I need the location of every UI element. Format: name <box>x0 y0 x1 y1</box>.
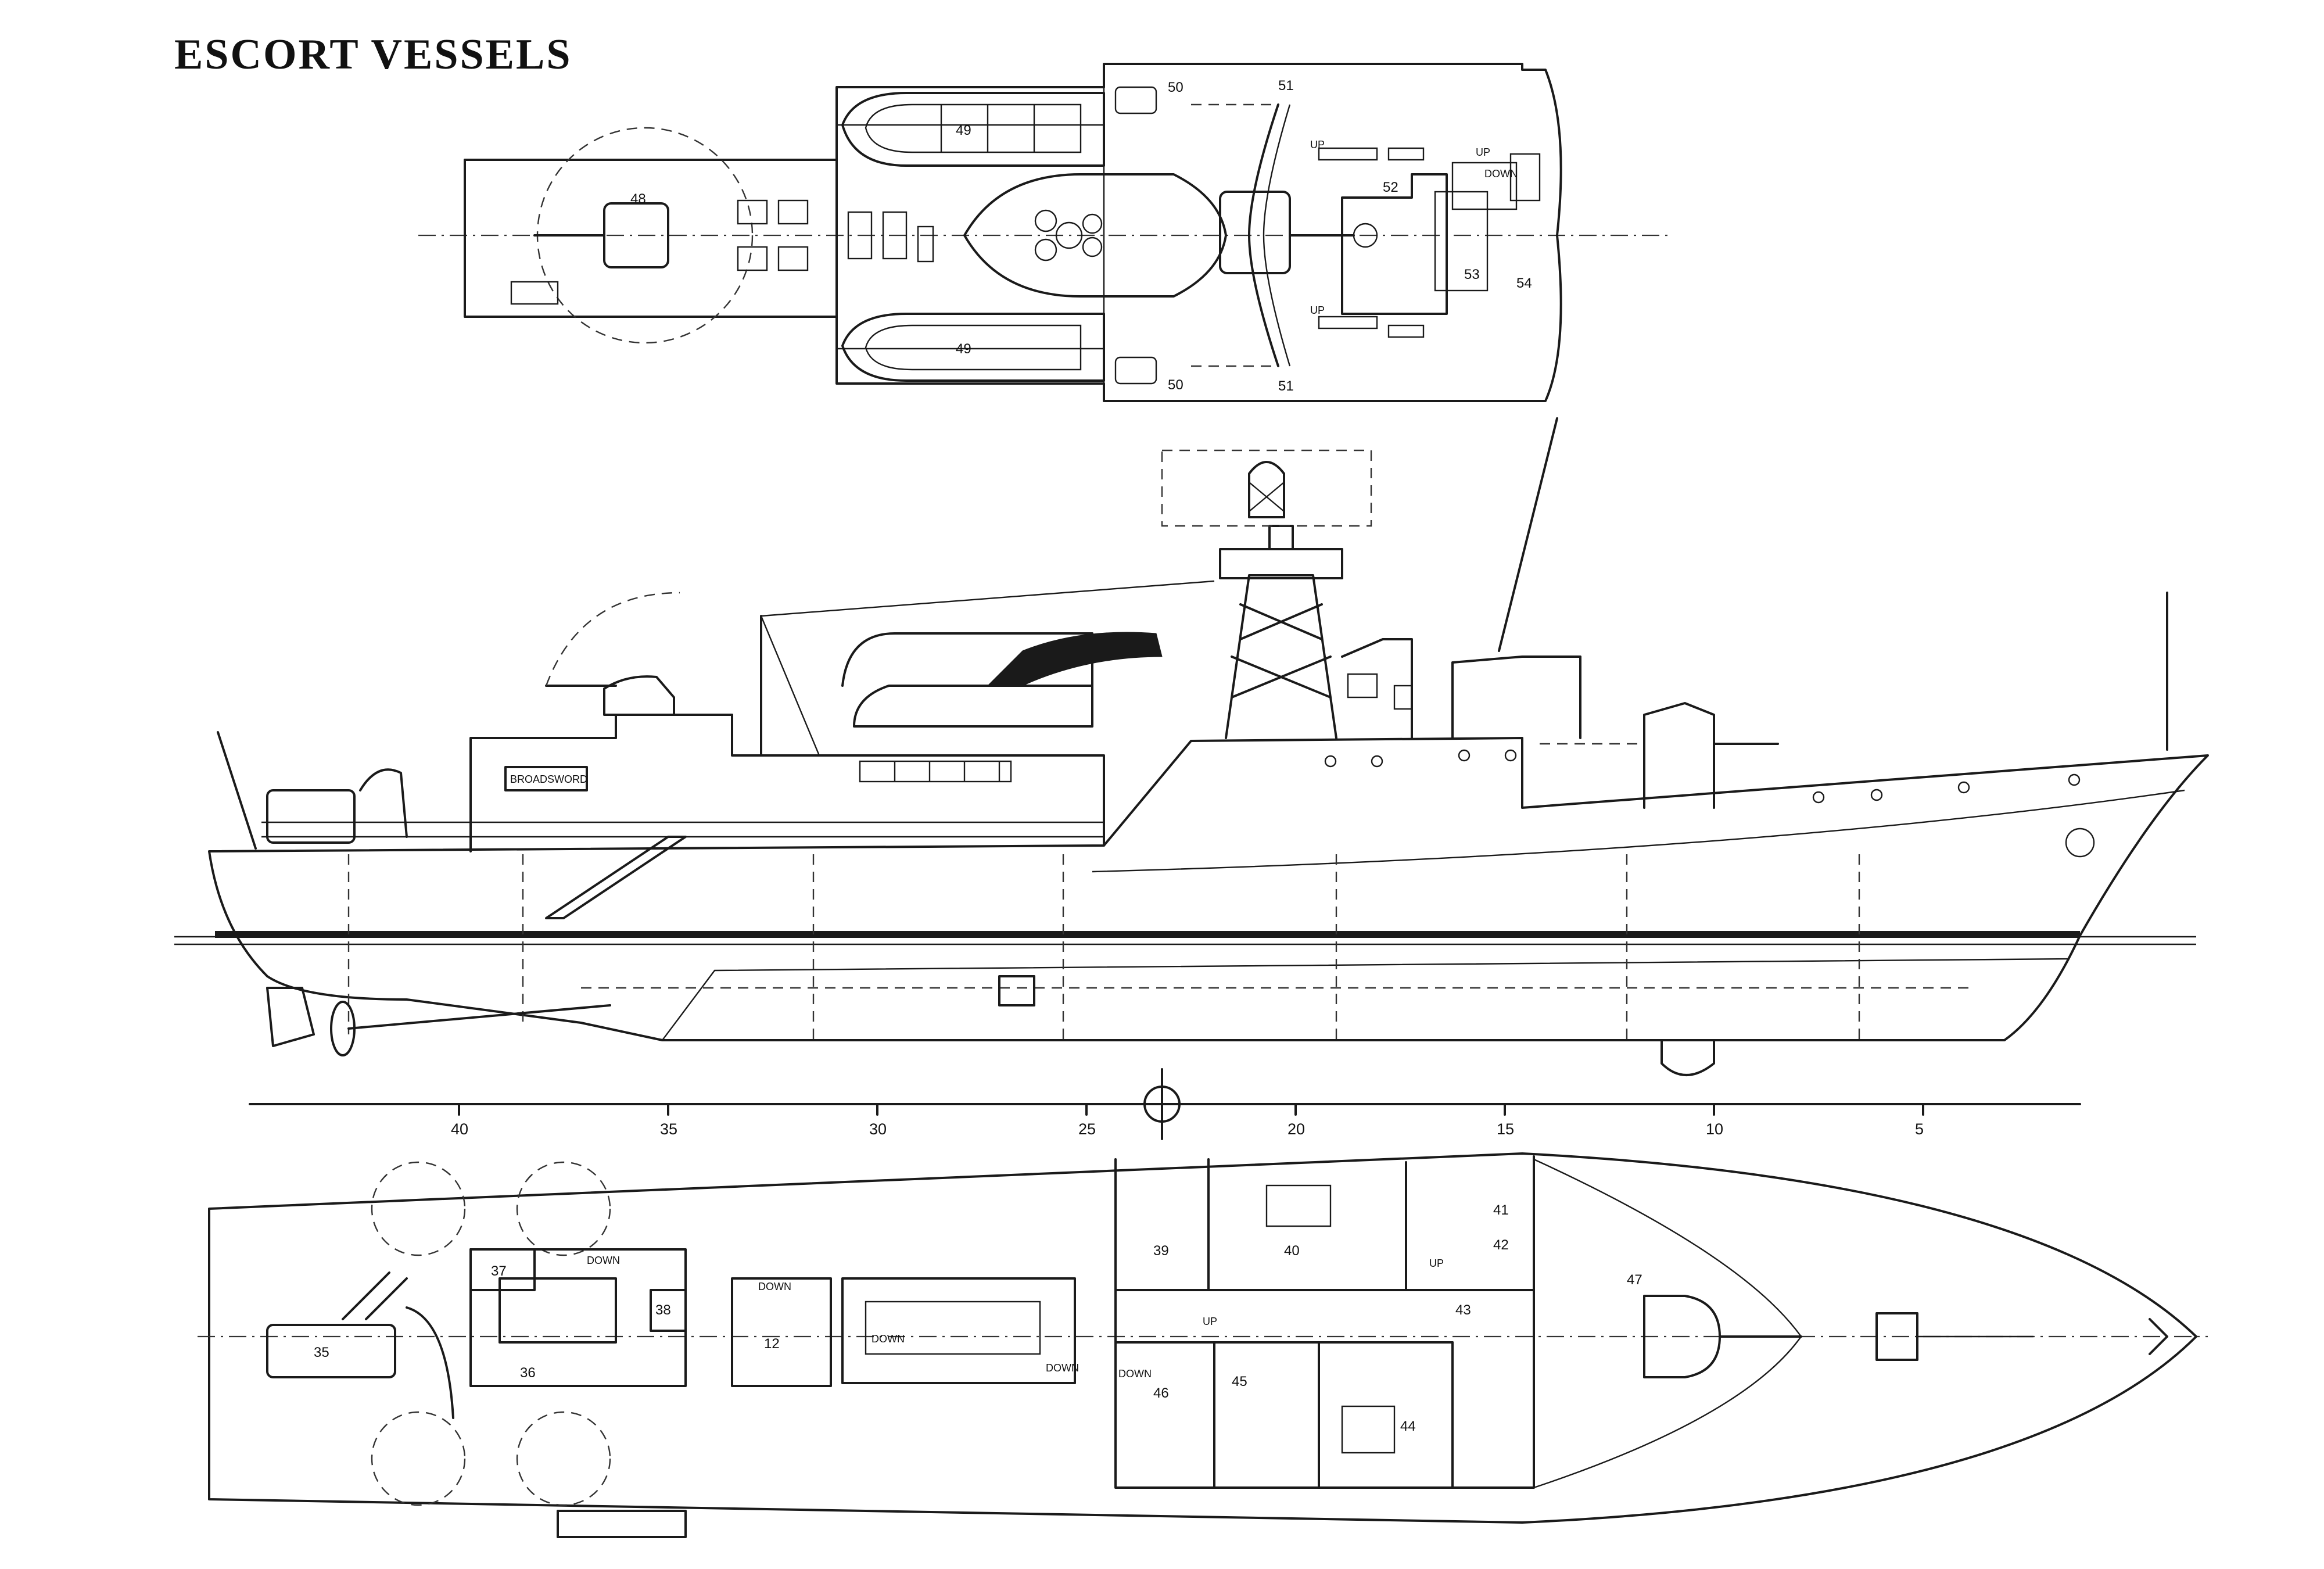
top-plan-view: 48 49 49 50 50 51 51 52 53 54 UP UP UP D… <box>418 63 1673 402</box>
label-51-port: 51 <box>1278 78 1294 94</box>
scale-tick-label: 30 <box>869 1120 887 1138</box>
label-54: 54 <box>1516 275 1532 291</box>
lattice-mast <box>1219 525 1343 739</box>
frame-scale: 40 35 30 25 20 15 10 5 <box>249 1068 2081 1140</box>
hull-outline <box>208 737 2209 1041</box>
scale-tick-label: 40 <box>451 1120 468 1138</box>
portholes <box>1324 749 2081 804</box>
label-47: 47 <box>1627 1272 1642 1288</box>
label-39: 39 <box>1153 1243 1169 1259</box>
label-up-deck-2: UP <box>1429 1258 1444 1269</box>
radar-sweep-box <box>1161 449 1372 527</box>
stern-machinery <box>266 789 356 844</box>
label-up-1: UP <box>1310 139 1325 151</box>
label-50-port: 50 <box>1168 80 1183 95</box>
label-up-3: UP <box>1310 305 1325 316</box>
room-38 <box>650 1289 687 1332</box>
side-profile-view: BROADSWORD <box>174 417 2209 1076</box>
label-49-starboard: 49 <box>956 341 971 357</box>
label-41: 41 <box>1493 1202 1509 1218</box>
label-down-deck-4: DOWN <box>1046 1362 1079 1374</box>
scale-tick-label: 35 <box>660 1120 677 1138</box>
label-52: 52 <box>1383 180 1398 195</box>
stern-flagstaff <box>217 731 257 850</box>
hawse-badge <box>2065 828 2095 858</box>
scale-tick-label: 25 <box>1078 1120 1096 1138</box>
label-53: 53 <box>1464 267 1480 282</box>
sonar-dome <box>1660 1039 1715 1076</box>
boat-crane-arm <box>987 632 1163 686</box>
label-up-deck-1: UP <box>1203 1316 1217 1327</box>
label-down-deck-5: DOWN <box>1118 1368 1152 1380</box>
gangway <box>557 1510 687 1538</box>
accommodation-ladder <box>545 836 687 919</box>
label-38: 38 <box>655 1302 671 1318</box>
deckhouse-outline <box>835 63 1562 402</box>
boat-port <box>841 92 1105 167</box>
forward-deckhouse <box>1114 1155 1535 1489</box>
ships-boat-side <box>853 685 1093 728</box>
scale-tick-label: 5 <box>1915 1120 1924 1138</box>
aft-gun-turret <box>603 675 675 716</box>
nameplate-frame <box>504 766 588 791</box>
radar-antenna-arc <box>1248 103 1279 367</box>
label-42: 42 <box>1493 1237 1509 1253</box>
label-46: 46 <box>1153 1385 1169 1401</box>
sheet-heading: ESCORT VESSELS <box>174 31 572 78</box>
label-40: 40 <box>1284 1243 1300 1259</box>
radar-antenna <box>1248 461 1285 518</box>
boat-starboard <box>841 313 1105 382</box>
label-37: 37 <box>491 1263 507 1279</box>
scale-tick-label: 10 <box>1706 1120 1723 1138</box>
deck-machinery-35 <box>266 1324 396 1378</box>
scale-ticks: 40 35 30 25 20 15 10 5 <box>451 1103 1924 1138</box>
label-44: 44 <box>1400 1418 1416 1434</box>
deck-plan-view: 35 36 37 38 12 39 40 41 42 43 44 45 46 4… <box>198 1152 2208 1538</box>
label-45: 45 <box>1232 1374 1247 1389</box>
bridge-side <box>1451 655 1581 739</box>
label-51-starboard: 51 <box>1278 378 1294 394</box>
forward-gun-turret <box>1643 702 1715 809</box>
label-50-starboard: 50 <box>1168 377 1183 393</box>
rudder <box>266 987 315 1047</box>
propeller-shaft <box>347 1004 611 1030</box>
label-down-1: DOWN <box>1484 168 1518 180</box>
label-43: 43 <box>1455 1302 1471 1318</box>
label-down-deck-3: DOWN <box>871 1333 905 1345</box>
label-down-deck-2: DOWN <box>758 1281 791 1292</box>
label-up-2: UP <box>1476 146 1490 158</box>
engine-casing <box>841 1277 1076 1384</box>
funnel-top <box>963 173 1227 298</box>
label-35: 35 <box>314 1345 329 1360</box>
forward-aerial <box>1498 417 1558 652</box>
scale-tick-label: 20 <box>1287 1120 1305 1138</box>
label-12: 12 <box>764 1336 780 1352</box>
torpedo-rack <box>498 1277 617 1344</box>
hull-frame-lines <box>347 854 1975 1040</box>
profile-nameplate: BROADSWORD <box>510 773 587 785</box>
room-37 <box>469 1248 536 1291</box>
label-down-deck-1: DOWN <box>587 1255 620 1266</box>
aft-deck-outline <box>464 159 838 318</box>
scale-tick-label: 15 <box>1497 1120 1514 1138</box>
deck-plan-hull <box>208 1152 2197 1524</box>
label-48: 48 <box>630 191 646 207</box>
label-49-port: 49 <box>956 123 971 138</box>
bridge-block <box>1341 173 1448 315</box>
room-12 <box>731 1277 832 1387</box>
radar-mast-base <box>1219 191 1291 274</box>
label-36: 36 <box>520 1365 536 1381</box>
